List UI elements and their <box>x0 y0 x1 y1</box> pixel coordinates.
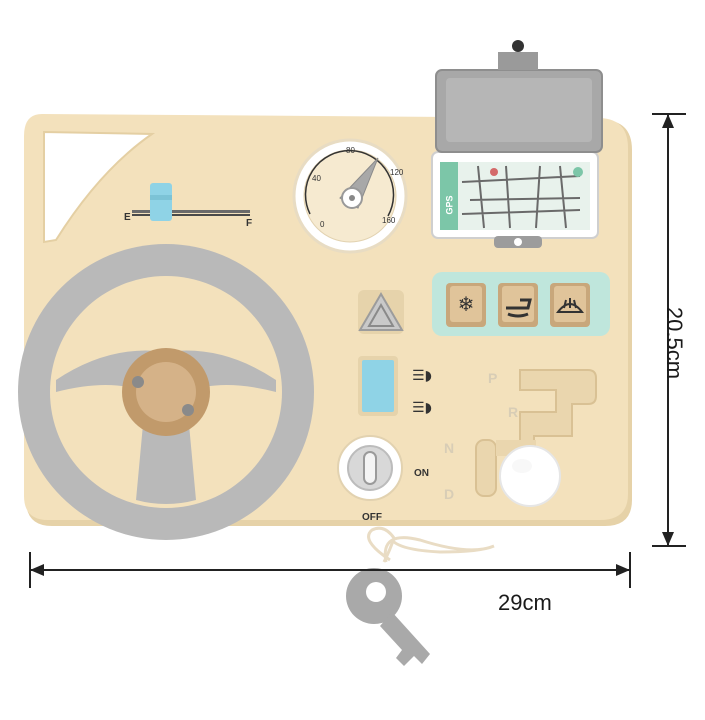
width-label: 29cm <box>498 590 552 615</box>
climate-panel: ❄ <box>432 272 610 336</box>
ignition-lock <box>337 435 403 501</box>
headlight-switch: ☰◗ ☰◗ <box>358 356 432 416</box>
fuel-slider <box>132 183 250 221</box>
height-label: 20.5cm <box>662 306 688 380</box>
gauge-tick-40: 40 <box>312 174 321 183</box>
corner-cutout <box>43 130 156 244</box>
gear-knob <box>499 445 561 507</box>
snowflake-icon: ❄ <box>458 292 475 316</box>
high-beam-icon: ☰◗ <box>412 368 432 384</box>
gauge-tick-80: 80 <box>346 146 355 155</box>
gps-module <box>431 40 603 248</box>
slider-label-empty: E <box>124 212 131 223</box>
ignition-off-label: OFF <box>362 512 382 523</box>
gear-label-d: D <box>444 486 455 502</box>
speedometer-gauge <box>292 138 408 254</box>
gear-label-r: R <box>508 404 519 420</box>
seat-heat-icon <box>506 298 532 318</box>
slider-label-full: F <box>246 218 253 229</box>
gear-label-n: N <box>444 440 455 456</box>
key <box>346 526 495 666</box>
low-beam-icon: ☰◗ <box>412 400 432 416</box>
hazard-button <box>358 290 404 334</box>
ignition-on-label: ON <box>414 468 429 479</box>
gauge-tick-120: 120 <box>390 168 404 177</box>
steering-wheel <box>18 244 314 540</box>
gps-label: GPS <box>444 195 455 215</box>
gear-shift <box>475 369 597 507</box>
gauge-tick-160: 160 <box>382 216 396 225</box>
defrost-icon <box>555 298 585 313</box>
width-dimension <box>29 552 631 588</box>
gauge-tick-0: 0 <box>320 220 325 229</box>
gear-label-p: P <box>488 370 498 386</box>
height-dimension <box>652 113 686 547</box>
slider-knob <box>150 183 172 221</box>
